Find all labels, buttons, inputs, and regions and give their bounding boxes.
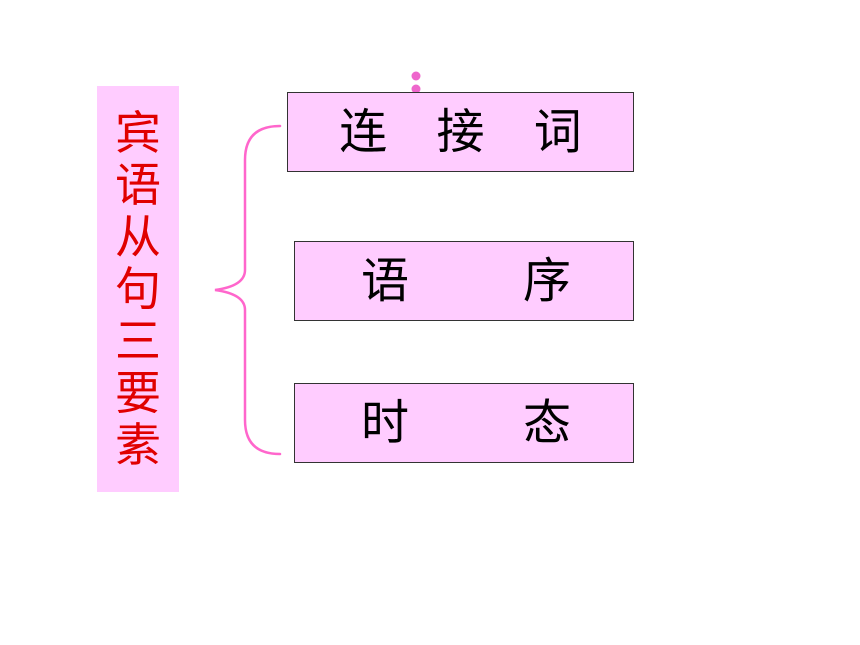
element-box-connective: 连 接 词 xyxy=(287,92,634,172)
element-label-right: 序 xyxy=(522,253,571,309)
title-char: 三 xyxy=(115,314,161,368)
element-label: 连 接 词 xyxy=(339,104,596,160)
element-box-tense: 时 态 xyxy=(294,383,634,463)
title-char: 语 xyxy=(115,158,161,212)
title-char: 句 xyxy=(115,262,161,316)
title-char: 宾 xyxy=(115,106,161,160)
element-box-word-order: 语 序 xyxy=(294,241,634,321)
title-box: 宾 语 从 句 三 要 素 xyxy=(97,86,179,492)
element-label-left: 时 xyxy=(361,395,410,451)
element-label-left: 语 xyxy=(361,253,410,309)
decorative-dots xyxy=(411,71,421,94)
curly-brace xyxy=(214,124,282,456)
title-char: 从 xyxy=(115,210,161,264)
title-char: 素 xyxy=(115,418,161,472)
element-label-right: 态 xyxy=(522,395,571,451)
title-char: 要 xyxy=(115,366,161,420)
